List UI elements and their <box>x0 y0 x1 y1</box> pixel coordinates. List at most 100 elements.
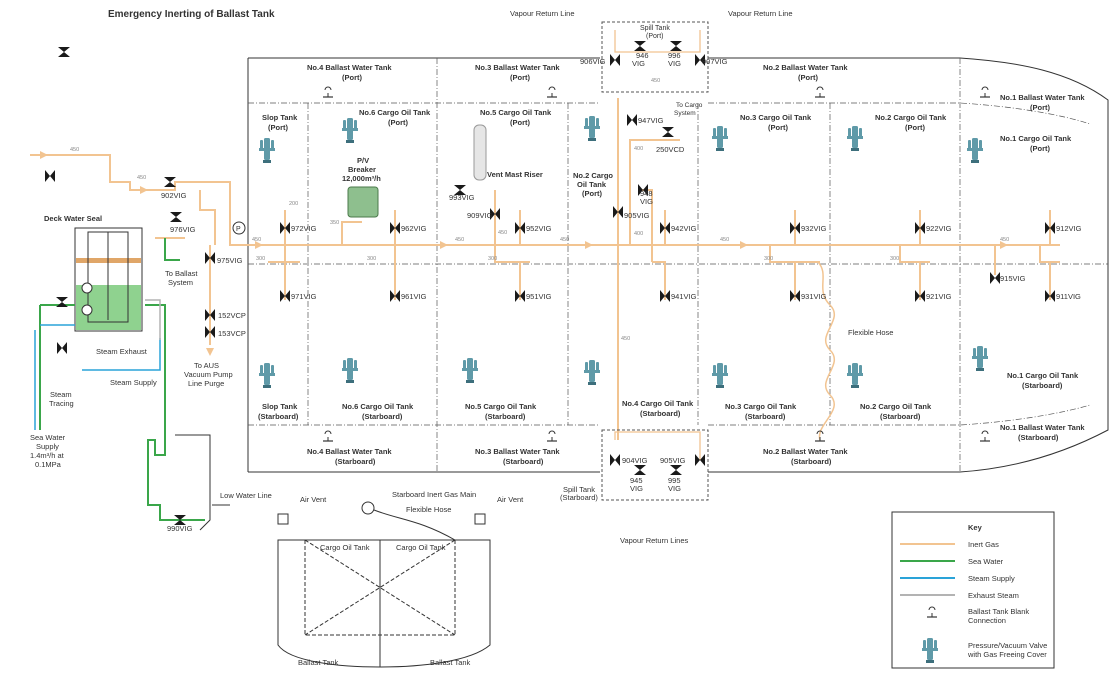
svg-text:Spill Tank: Spill Tank <box>563 485 595 494</box>
svg-text:No.2 Cargo: No.2 Cargo <box>573 171 613 180</box>
svg-text:Key: Key <box>968 523 983 532</box>
svg-text:976VIG: 976VIG <box>170 225 196 234</box>
svg-text:(Starboard): (Starboard) <box>503 457 544 466</box>
svg-text:Ballast Tank: Ballast Tank <box>298 658 339 667</box>
svg-text:Deck Water Seal: Deck Water Seal <box>44 214 102 223</box>
exhaust-steam-pipes <box>145 299 161 340</box>
svg-text:(Starboard): (Starboard) <box>1022 381 1063 390</box>
svg-text:995: 995 <box>668 476 681 485</box>
svg-text:961VIG: 961VIG <box>401 292 427 301</box>
inert-gas-pipes <box>30 30 1060 460</box>
svg-text:(Starboard): (Starboard) <box>640 409 681 418</box>
ship-side <box>175 434 211 531</box>
svg-text:Steam: Steam <box>50 390 72 399</box>
svg-text:Low Water Line: Low Water Line <box>220 491 272 500</box>
svg-text:(Port): (Port) <box>510 73 530 82</box>
svg-text:915VIG: 915VIG <box>1000 274 1026 283</box>
svg-text:911VIG: 911VIG <box>1056 292 1081 301</box>
svg-text:Vapour Return Line: Vapour Return Line <box>728 9 793 18</box>
svg-text:993VIG: 993VIG <box>449 193 475 202</box>
svg-text:Vapour Return Line: Vapour Return Line <box>510 9 575 18</box>
svg-text:996: 996 <box>668 51 681 60</box>
svg-text:951VIG: 951VIG <box>526 292 552 301</box>
svg-text:450: 450 <box>455 237 464 243</box>
svg-text:VIG: VIG <box>668 59 681 68</box>
svg-text:Flexible Hose: Flexible Hose <box>848 328 893 337</box>
svg-text:System: System <box>168 278 193 287</box>
svg-text:No.3 Cargo Oil Tank: No.3 Cargo Oil Tank <box>740 113 812 122</box>
spill-tank-port <box>601 21 709 93</box>
svg-text:907VIG: 907VIG <box>702 57 728 66</box>
svg-text:962VIG: 962VIG <box>401 224 427 233</box>
svg-text:Steam Supply: Steam Supply <box>968 574 1015 583</box>
svg-text:300: 300 <box>890 256 899 262</box>
svg-text:No.3 Ballast Water Tank: No.3 Ballast Water Tank <box>475 63 560 72</box>
svg-text:450: 450 <box>70 147 79 153</box>
svg-text:(Starboard): (Starboard) <box>880 412 921 421</box>
svg-text:P/V: P/V <box>357 156 369 165</box>
pressure-gauge <box>232 221 246 235</box>
svg-text:Sea Water: Sea Water <box>968 557 1004 566</box>
svg-text:990VIG: 990VIG <box>167 524 193 533</box>
key-box <box>891 511 1055 669</box>
svg-text:948: 948 <box>640 189 653 198</box>
svg-text:952VIG: 952VIG <box>526 224 552 233</box>
svg-text:Steam Supply: Steam Supply <box>110 378 157 387</box>
svg-text:Inert Gas: Inert Gas <box>968 540 999 549</box>
svg-text:No.6 Cargo Oil Tank: No.6 Cargo Oil Tank <box>342 402 414 411</box>
sea-water-pipes <box>39 238 205 521</box>
svg-text:400: 400 <box>634 146 643 152</box>
svg-text:(Starboard): (Starboard) <box>745 412 786 421</box>
svg-text:Supply: Supply <box>36 442 59 451</box>
svg-text:Ballast Tank: Ballast Tank <box>430 658 471 667</box>
svg-text:450: 450 <box>498 230 507 236</box>
vent-mast-riser <box>473 124 487 181</box>
svg-text:(Starboard): (Starboard) <box>362 412 403 421</box>
svg-text:Vent Mast Riser: Vent Mast Riser <box>487 170 543 179</box>
svg-text:(Port): (Port) <box>1030 103 1050 112</box>
steam-pipes <box>34 324 161 430</box>
svg-text:Connection: Connection <box>968 616 1006 625</box>
key-lines <box>900 543 955 596</box>
svg-text:152VCP: 152VCP <box>218 311 246 320</box>
svg-text:To Cargo: To Cargo <box>676 102 703 109</box>
svg-text:Air Vent: Air Vent <box>497 495 524 504</box>
svg-text:Ballast Tank Blank: Ballast Tank Blank <box>968 607 1029 616</box>
svg-text:450: 450 <box>560 237 569 243</box>
svg-text:905VIG: 905VIG <box>624 211 650 220</box>
svg-text:975VIG: 975VIG <box>217 256 243 265</box>
svg-text:(Port): (Port) <box>510 118 530 127</box>
diagram-title: Emergency Inerting of Ballast Tank <box>108 9 275 20</box>
svg-text:Breaker: Breaker <box>348 165 376 174</box>
svg-text:(Starboard): (Starboard) <box>791 457 832 466</box>
svg-text:Slop Tank: Slop Tank <box>262 402 298 411</box>
svg-text:VIG: VIG <box>632 59 645 68</box>
svg-text:(Starboard): (Starboard) <box>1018 433 1059 442</box>
svg-text:No.1 Ballast Water Tank: No.1 Ballast Water Tank <box>1000 423 1085 432</box>
svg-text:300: 300 <box>488 256 497 262</box>
svg-text:400: 400 <box>634 231 643 237</box>
svg-text:No.2 Cargo Oil Tank: No.2 Cargo Oil Tank <box>875 113 947 122</box>
svg-text:(Starboard): (Starboard) <box>258 412 299 421</box>
svg-text:942VIG: 942VIG <box>671 224 697 233</box>
svg-text:Oil Tank: Oil Tank <box>577 180 607 189</box>
svg-text:941VIG: 941VIG <box>671 292 697 301</box>
svg-text:902VIG: 902VIG <box>161 191 187 200</box>
svg-text:Line Purge: Line Purge <box>188 379 224 388</box>
svg-text:No.1 Ballast Water Tank: No.1 Ballast Water Tank <box>1000 93 1085 102</box>
svg-text:Cargo Oil Tank: Cargo Oil Tank <box>396 543 446 552</box>
svg-text:(Starboard): (Starboard) <box>485 412 526 421</box>
svg-text:Cargo Oil Tank: Cargo Oil Tank <box>320 543 370 552</box>
svg-text:450: 450 <box>137 175 146 181</box>
svg-text:450: 450 <box>621 336 630 342</box>
svg-text:with Gas Freeing Cover: with Gas Freeing Cover <box>967 650 1047 659</box>
svg-text:Slop Tank: Slop Tank <box>262 113 298 122</box>
svg-text:No.2 Cargo Oil Tank: No.2 Cargo Oil Tank <box>860 402 932 411</box>
svg-text:VIG: VIG <box>640 197 653 206</box>
spill-tank-stbd <box>601 429 709 501</box>
svg-text:(Port): (Port) <box>798 73 818 82</box>
svg-text:932VIG: 932VIG <box>801 224 827 233</box>
svg-text:Tracing: Tracing <box>49 399 74 408</box>
svg-text:350: 350 <box>330 220 339 226</box>
